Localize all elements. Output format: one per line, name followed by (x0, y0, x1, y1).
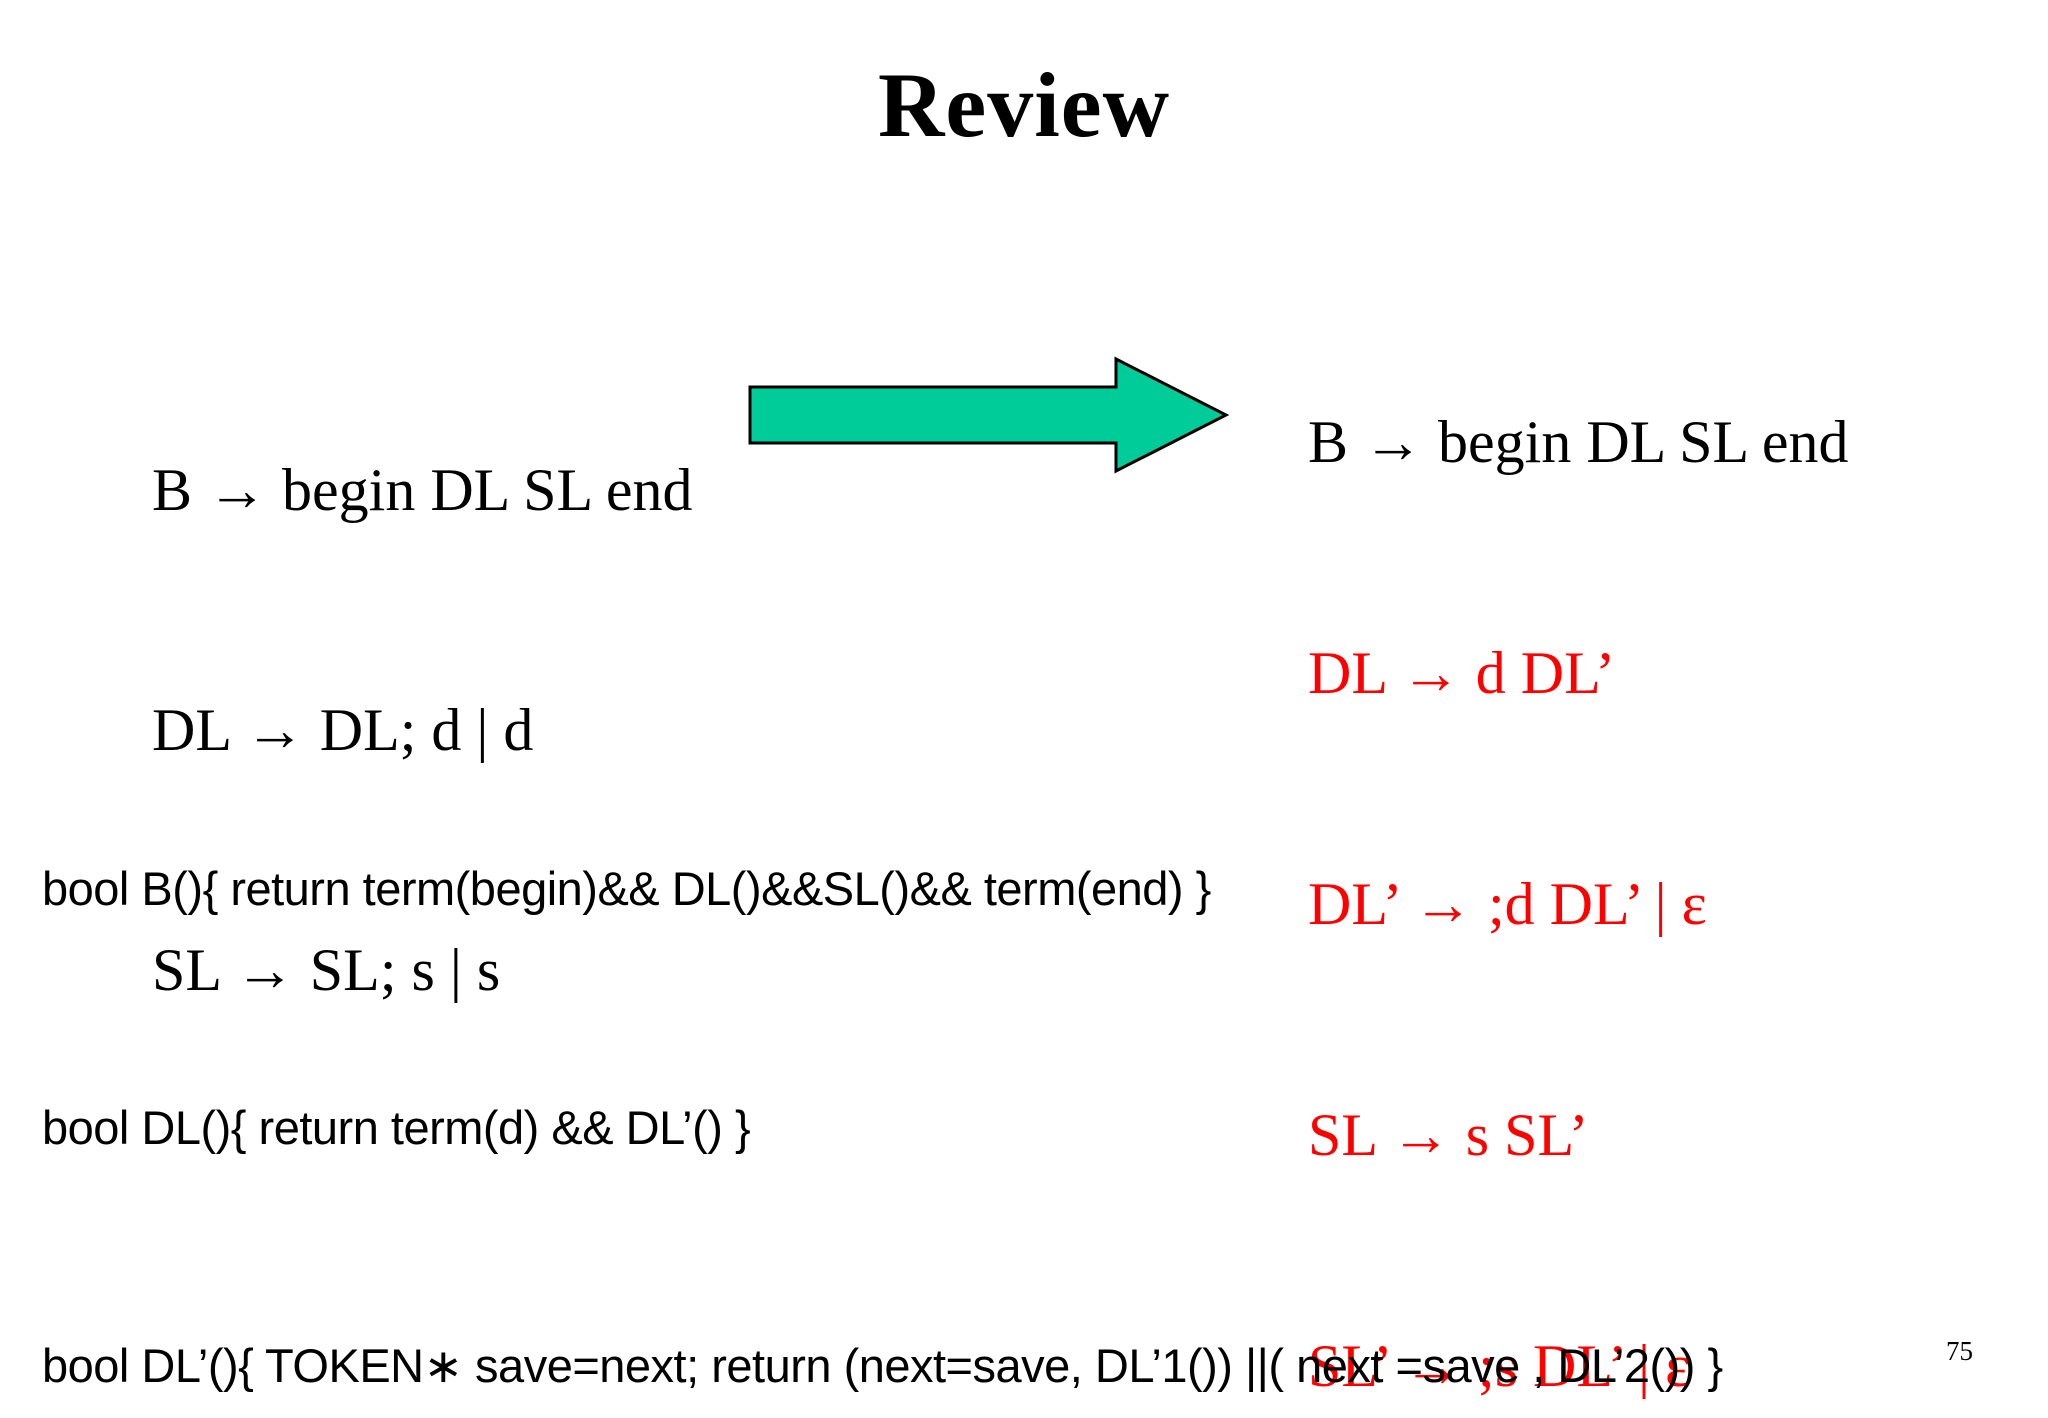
grammar-rule: DL → d DL’ (1308, 640, 1616, 706)
parser-code-block: bool B(){ return term(begin)&& DL()&&SL(… (42, 690, 1723, 1418)
transformation-arrow-icon (748, 356, 1230, 474)
transformed-grammar-block: B → begin DL SL end DL → d DL’ DL’ → ;d … (1308, 250, 1849, 1418)
grammar-rule: SL’ → ;s DL’ | ε (1308, 1333, 1691, 1399)
code-line: bool B(){ return term(begin)&& DL()&&SL(… (42, 862, 1211, 915)
page-number: 75 (1946, 1336, 1973, 1366)
grammar-rule: DL’ → ;d DL’ | ε (1308, 871, 1707, 937)
grammar-rule: DL → DL; d | d (152, 697, 534, 763)
grammar-rule: SL → s SL’ (1308, 1102, 1589, 1168)
grammar-rule: B → begin DL SL end (1308, 409, 1849, 475)
original-grammar-block: B → begin DL SL end DL → DL; d | d SL → … (152, 290, 693, 1170)
arrow-shape (748, 356, 1230, 474)
grammar-rule: SL → SL; s | s (152, 937, 501, 1003)
grammar-rule: B → begin DL SL end (152, 457, 693, 523)
code-line: bool DL(){ return term(d) && DL’() } (42, 1100, 751, 1154)
code-line: bool DL’(){ TOKEN∗ save=next; return (ne… (42, 1339, 1723, 1392)
slide-title: Review (877, 54, 1171, 156)
